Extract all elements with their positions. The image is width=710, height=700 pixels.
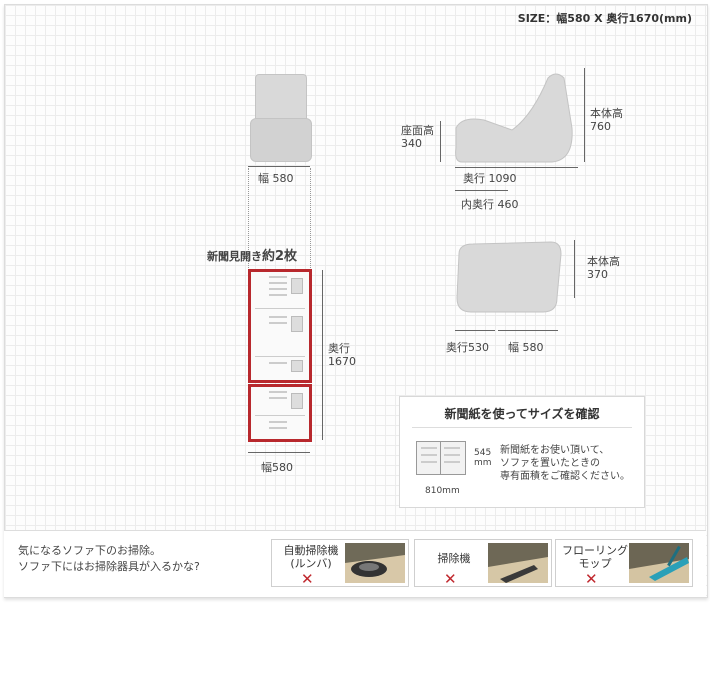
ottoman-depth-dim	[455, 330, 495, 331]
ottoman-height-label: 本体高 370	[587, 255, 620, 281]
ottoman-depth-label: 奥行530	[446, 341, 489, 354]
cross-mark-icon: ✕	[444, 570, 457, 588]
mini-newspaper-icon	[416, 441, 466, 475]
ottoman-height-dim	[574, 240, 575, 298]
size-chart-panel	[4, 4, 708, 598]
robot-vacuum-label: 自動掃除機 (ルンバ)	[283, 544, 339, 570]
newspaper-width-label: 幅580	[261, 461, 293, 474]
vacuum-photo-icon	[488, 543, 548, 583]
info-box-divider	[412, 427, 632, 428]
seat-height-label: 座面高 340	[401, 124, 434, 150]
cross-mark-icon: ✕	[301, 570, 314, 588]
newspaper-depth-dim	[322, 270, 323, 440]
chair-width-label: 幅 580	[258, 172, 294, 185]
info-box-dim-h: 545 mm	[474, 448, 492, 468]
info-box-heading: 新聞紙を使ってサイズを確認	[444, 407, 600, 421]
body-height-dim	[584, 68, 585, 162]
info-box-text: 新聞紙をお使い頂いて、 ソファを置いたときの 専有面積をご確認ください。	[500, 445, 630, 482]
floor-mop-label: フローリング モップ	[562, 544, 628, 570]
cleaning-question: 気になるソファ下のお掃除。 ソファ下にはお掃除器具が入るかな?	[18, 544, 200, 573]
chair-width-dim	[248, 166, 310, 167]
newspaper-title: 新聞見開き約2枚	[207, 249, 298, 264]
newspaper-info-box: 新聞紙を使ってサイズを確認 545 mm 810mm 新聞紙をお使い頂いて、 ソ…	[399, 396, 645, 508]
body-height-label: 本体高 760	[590, 107, 623, 133]
robot-vacuum-card: 自動掃除機 (ルンバ) ✕	[271, 539, 409, 587]
robot-vacuum-photo-icon	[345, 543, 405, 583]
depth-dim	[455, 167, 578, 168]
ottoman-width-dim	[498, 330, 558, 331]
newspaper-width-dim	[248, 452, 310, 453]
vacuum-label: 掃除機	[437, 552, 471, 565]
cleaning-strip: 気になるソファ下のお掃除。 ソファ下にはお掃除器具が入るかな? 自動掃除機 (ル…	[4, 530, 706, 597]
seat-height-dim	[440, 121, 441, 162]
inner-depth-label: 内奥行 460	[461, 198, 519, 211]
floor-mop-card: フローリング モップ ✕	[555, 539, 693, 587]
depth-label: 奥行 1090	[463, 172, 517, 185]
newspaper-sheet-1	[248, 269, 312, 383]
ottoman-width-label: 幅 580	[508, 341, 544, 354]
inner-depth-dim	[455, 190, 508, 191]
guide-line-left	[248, 168, 249, 268]
size-summary: SIZE：幅580 X 奥行1670(mm)	[517, 12, 692, 25]
floor-mop-photo-icon	[629, 543, 689, 583]
cross-mark-icon: ✕	[585, 570, 598, 588]
newspaper-sheet-2	[248, 384, 312, 442]
newspaper-depth-label: 奥行 1670	[328, 342, 356, 368]
guide-line-right	[310, 168, 311, 268]
vacuum-card: 掃除機 ✕	[414, 539, 552, 587]
info-box-dim-w: 810mm	[425, 486, 460, 496]
